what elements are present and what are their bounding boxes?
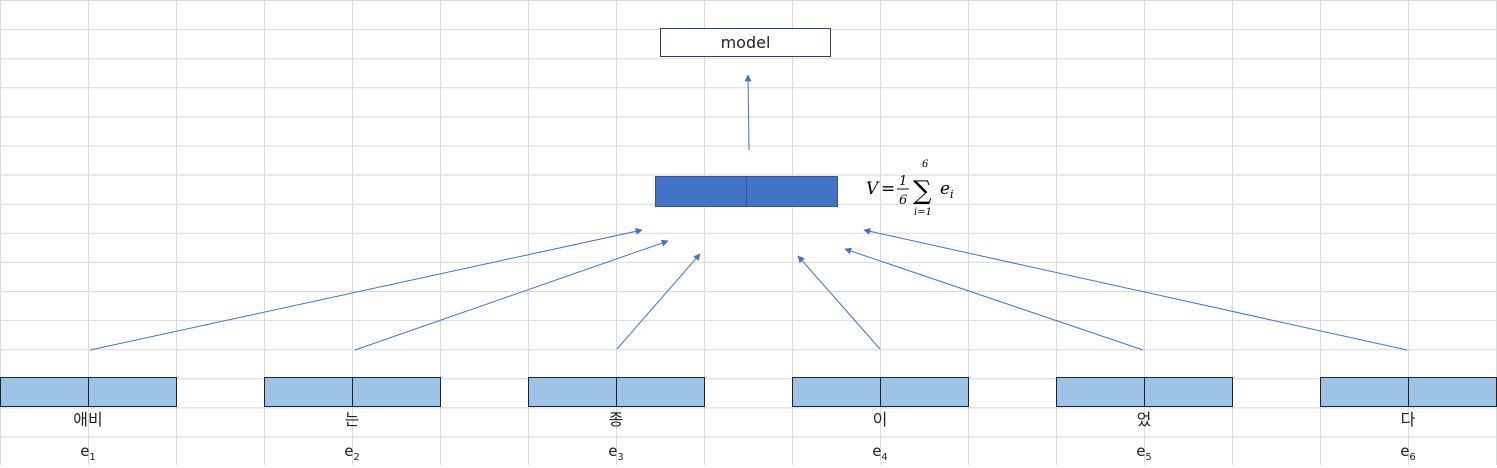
embedding-cell	[793, 378, 880, 406]
embedding-name: e3	[528, 441, 704, 468]
token-label: 애비	[73, 410, 103, 429]
embedding-name: e1	[0, 441, 176, 468]
mean-formula: V = 1 6 6 ∑ i=1 e i	[866, 158, 976, 224]
token-label: 는	[344, 410, 360, 429]
embedding-name-index: 6	[1409, 452, 1416, 463]
mean-vector	[655, 176, 838, 207]
formula-sum-lower: i=1	[914, 207, 932, 218]
embedding-name-letter: e	[872, 442, 882, 460]
embedding-cell	[616, 378, 704, 406]
embedding-name-index: 2	[353, 452, 360, 463]
embedding-name-letter: e	[80, 442, 90, 460]
embedding-name-letter: e	[1400, 442, 1410, 460]
embedding-vector	[1320, 377, 1497, 407]
formula-sum-upper: 6	[922, 159, 929, 170]
token-label: 다	[1400, 410, 1416, 429]
embedding-cell	[1057, 378, 1144, 406]
formula-svg: V = 1 6 6 ∑ i=1 e i	[866, 159, 954, 218]
embedding-vector	[1056, 377, 1233, 407]
mean-vector-cell	[746, 177, 837, 206]
embedding-cell	[1144, 378, 1232, 406]
formula-frac-den: 6	[899, 193, 907, 208]
token-label: 었	[1136, 410, 1152, 429]
embedding-vector	[792, 377, 969, 407]
embedding-cell	[265, 378, 352, 406]
formula-term-sub: i	[950, 188, 954, 201]
token-label: 이	[872, 410, 888, 429]
embedding-cell	[1408, 378, 1496, 406]
embedding-name: e5	[1056, 441, 1232, 468]
embedding-name-index: 3	[617, 452, 624, 463]
formula-eq: =	[881, 179, 895, 199]
model-box: model	[660, 28, 831, 57]
embedding-cell	[352, 378, 440, 406]
formula-frac-num: 1	[899, 174, 907, 189]
embedding-name-index: 4	[881, 452, 888, 463]
formula-sum-symbol: ∑	[913, 176, 932, 206]
embedding-vector	[0, 377, 177, 407]
mean-vector-cell	[656, 177, 746, 206]
embedding-name-index: 1	[89, 452, 96, 463]
embedding-cell	[1, 378, 88, 406]
embedding-name-letter: e	[608, 442, 618, 460]
embedding-name: e2	[264, 441, 440, 468]
model-label: model	[720, 33, 771, 52]
embedding-name-letter: e	[1136, 442, 1146, 460]
formula-lhs: V	[866, 179, 880, 199]
embedding-cell	[529, 378, 616, 406]
token-label: 종	[608, 410, 624, 429]
embedding-name: e6	[1320, 441, 1496, 468]
embedding-cell	[88, 378, 176, 406]
embedding-vector	[264, 377, 441, 407]
embedding-cell	[1321, 378, 1408, 406]
embedding-vector	[528, 377, 705, 407]
embedding-cell	[880, 378, 968, 406]
formula-term: e	[940, 179, 950, 199]
embedding-name: e4	[792, 441, 968, 468]
embedding-name-letter: e	[344, 442, 354, 460]
embedding-name-index: 5	[1145, 452, 1152, 463]
